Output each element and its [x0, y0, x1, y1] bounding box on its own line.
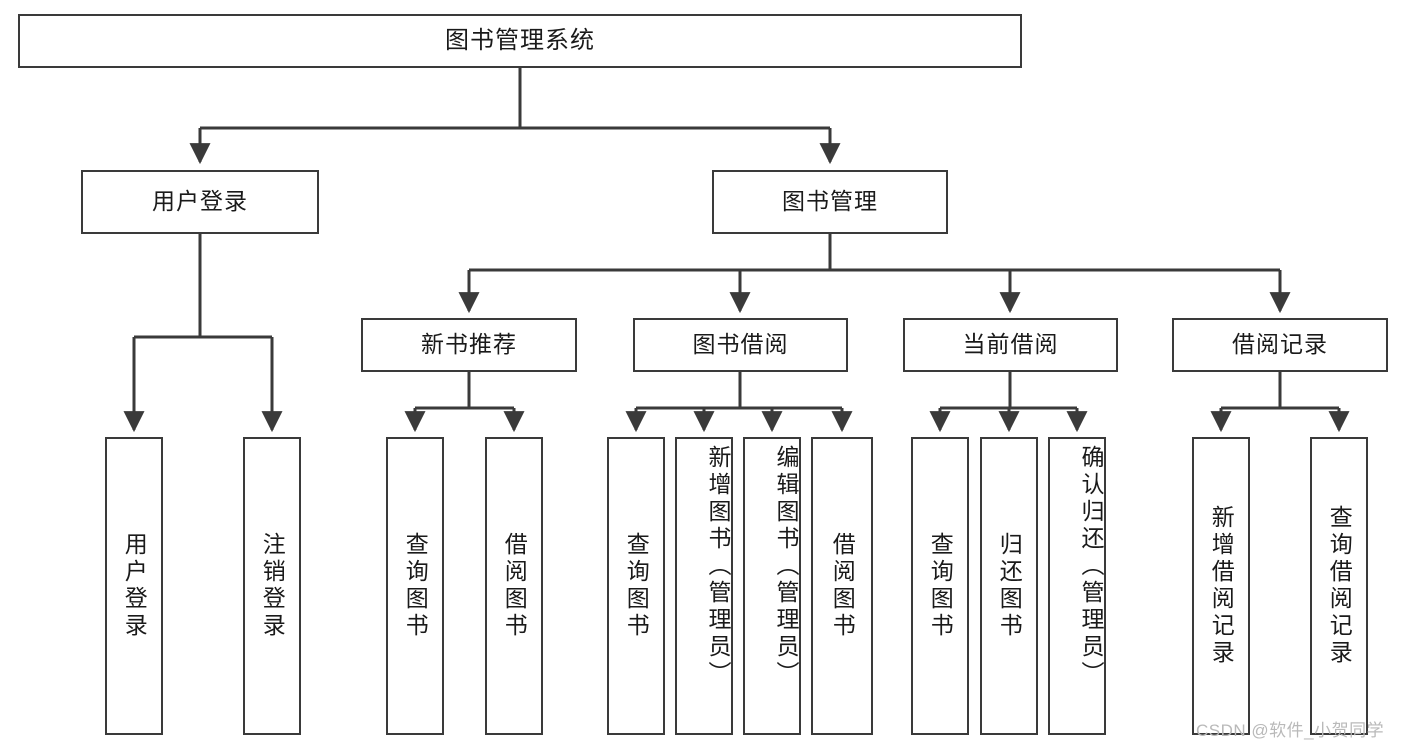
node-label: 确认归还（管理员）	[1078, 445, 1104, 688]
node-label: 新增图书（管理员）	[705, 445, 731, 688]
node-leaf-user-login[interactable]: 用户登录	[105, 437, 163, 735]
node-leaf-return-book[interactable]: 归还图书	[980, 437, 1038, 735]
node-label: 图书管理	[782, 188, 878, 215]
node-leaf-logout-login[interactable]: 注销登录	[243, 437, 301, 735]
node-root-book-management-system[interactable]: 图书管理系统	[18, 14, 1022, 68]
node-label: 查询图书	[623, 532, 650, 640]
node-label: 新增借阅记录	[1208, 505, 1235, 667]
node-label: 当前借阅	[962, 331, 1059, 358]
node-label: 借阅记录	[1232, 331, 1328, 358]
node-book-borrow[interactable]: 图书借阅	[633, 318, 848, 372]
node-borrow-record[interactable]: 借阅记录	[1172, 318, 1388, 372]
watermark-text: CSDN @软件_小贺同学	[1196, 721, 1385, 740]
node-leaf-confirm-return-admin[interactable]: 确认归还（管理员）	[1048, 437, 1106, 735]
node-label: 图书管理系统	[445, 26, 595, 54]
node-current-borrow[interactable]: 当前借阅	[903, 318, 1118, 372]
node-label: 归还图书	[996, 532, 1023, 640]
node-label: 编辑图书（管理员）	[773, 445, 799, 688]
node-leaf-query-borrow-record[interactable]: 查询借阅记录	[1310, 437, 1368, 735]
node-label: 新书推荐	[421, 331, 517, 358]
node-label: 查询图书	[402, 532, 429, 640]
node-label: 注销登录	[259, 532, 286, 640]
node-leaf-query-book-recommend[interactable]: 查询图书	[386, 437, 444, 735]
node-label: 图书借阅	[692, 331, 789, 358]
node-leaf-query-book-borrow[interactable]: 查询图书	[607, 437, 665, 735]
node-label: 借阅图书	[829, 532, 856, 640]
node-user-login[interactable]: 用户登录	[81, 170, 319, 234]
node-new-book-recommend[interactable]: 新书推荐	[361, 318, 577, 372]
node-leaf-add-borrow-record[interactable]: 新增借阅记录	[1192, 437, 1250, 735]
node-leaf-borrow-book-borrow[interactable]: 借阅图书	[811, 437, 873, 735]
node-leaf-borrow-book-recommend[interactable]: 借阅图书	[485, 437, 543, 735]
node-label: 借阅图书	[501, 532, 528, 640]
node-book-manage[interactable]: 图书管理	[712, 170, 948, 234]
node-leaf-add-book-admin[interactable]: 新增图书（管理员）	[675, 437, 733, 735]
node-label: 用户登录	[152, 188, 248, 215]
node-label: 查询图书	[927, 532, 954, 640]
node-label: 用户登录	[121, 532, 148, 640]
node-label: 查询借阅记录	[1326, 505, 1353, 667]
node-leaf-edit-book-admin[interactable]: 编辑图书（管理员）	[743, 437, 801, 735]
node-leaf-query-book-current[interactable]: 查询图书	[911, 437, 969, 735]
